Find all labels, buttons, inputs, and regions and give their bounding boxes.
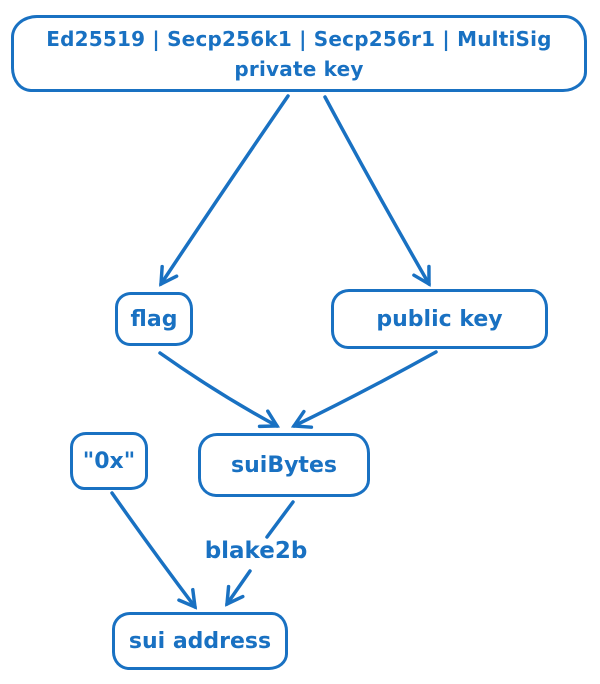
node-public-key: public key [331, 289, 548, 349]
arrow-suibytes-to-blake2b-segment [265, 500, 295, 539]
node-sui-address: sui address [112, 612, 288, 670]
node-public-key-label: public key [376, 306, 503, 332]
node-sui-address-label: sui address [128, 628, 272, 654]
arrow-flag-to-suibytes [158, 351, 277, 426]
node-suibytes-label: suiBytes [231, 452, 337, 478]
node-private-key-line1: Ed25519 | Secp256k1 | Secp256r1 | MultiS… [46, 26, 552, 51]
node-flag-label: flag [130, 306, 178, 332]
node-hex-prefix: "0x" [70, 432, 148, 490]
node-private-key: Ed25519 | Secp256k1 | Secp256r1 | MultiS… [11, 15, 587, 92]
node-flag: flag [115, 292, 193, 346]
arrow-private-key-to-flag [161, 94, 290, 284]
arrow-private-key-to-public-key [323, 95, 431, 284]
node-suibytes: suiBytes [198, 433, 370, 497]
arrow-public-key-to-suibytes [294, 350, 438, 426]
arrow-hex-prefix-to-sui-address [110, 491, 195, 607]
node-hex-prefix-label: "0x" [82, 448, 136, 474]
node-private-key-line2: private key [234, 56, 364, 81]
edge-label-blake2b: blake2b [204, 538, 308, 564]
arrow-blake2b-to-sui-address [227, 569, 252, 604]
